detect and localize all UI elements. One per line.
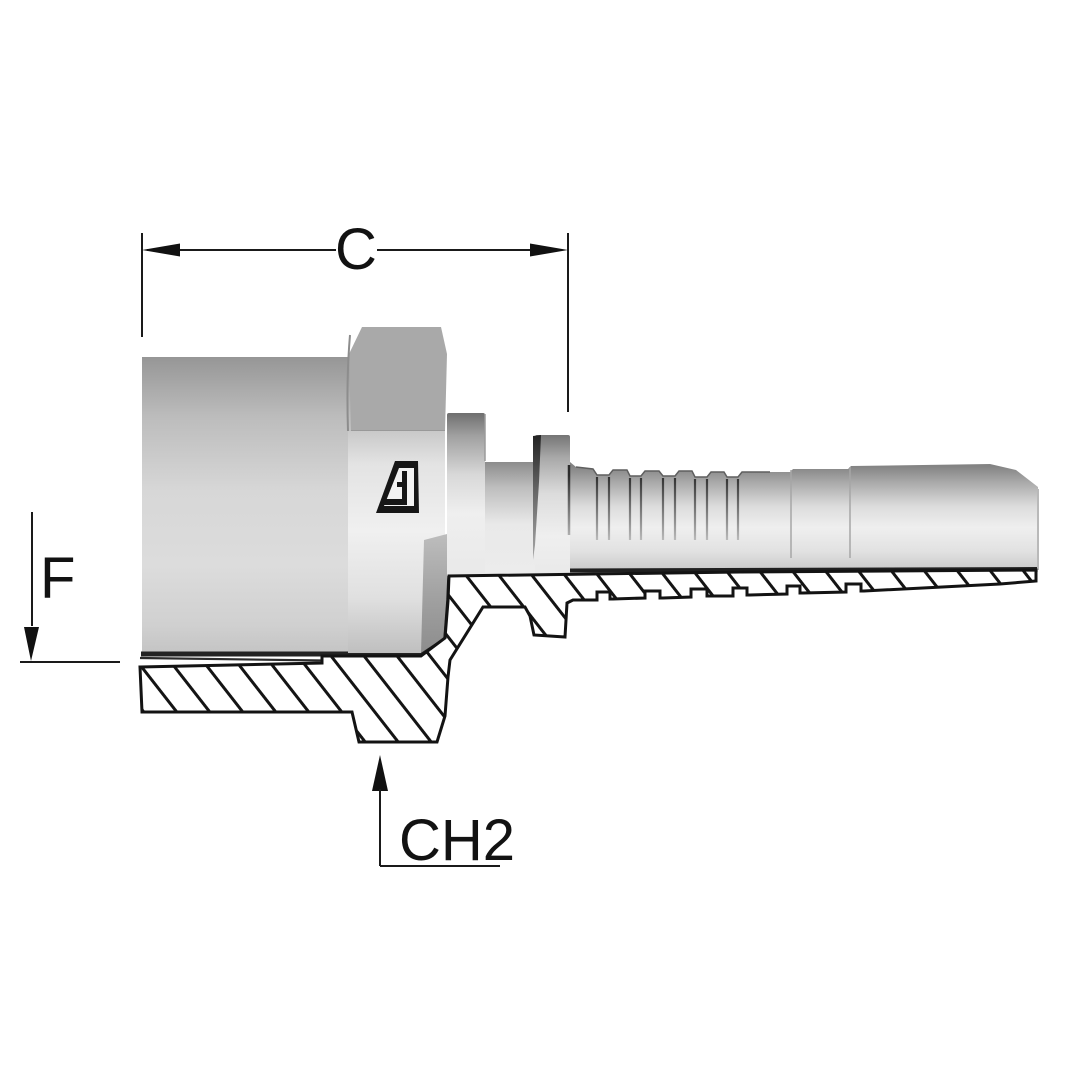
dim-ch2-arrow-up-icon xyxy=(372,755,388,791)
hose-tail xyxy=(570,462,1038,572)
brand-logo-icon xyxy=(376,461,419,513)
barb-profile-edge xyxy=(575,466,770,478)
dim-c-label: C xyxy=(335,217,377,282)
dim-f-label: F xyxy=(40,546,75,611)
thread-bore-line xyxy=(139,656,324,662)
fitting-upper-view xyxy=(141,327,1039,657)
dim-ch2-label: CH2 xyxy=(399,808,515,873)
dim-c-arrow-left-icon xyxy=(142,243,180,257)
hex-left-edge xyxy=(346,334,351,432)
dim-f-arrow-down-icon xyxy=(24,627,39,661)
dim-c-arrow-right-icon xyxy=(530,243,568,257)
nipple-groove xyxy=(485,462,535,575)
hex-top-face xyxy=(349,327,447,431)
section-hatch-area xyxy=(138,568,1038,744)
hex-front-face xyxy=(348,431,445,653)
barb-groove-lines xyxy=(567,465,740,540)
fitting-section-view xyxy=(138,568,1038,744)
nipple-collar-1 xyxy=(447,413,485,575)
hex-right-chamfer xyxy=(421,534,447,654)
collar2-shadow-band xyxy=(533,435,541,560)
dimension-annotations xyxy=(20,233,569,867)
nipple-collar-2 xyxy=(535,435,570,575)
fitting-body xyxy=(142,357,352,655)
